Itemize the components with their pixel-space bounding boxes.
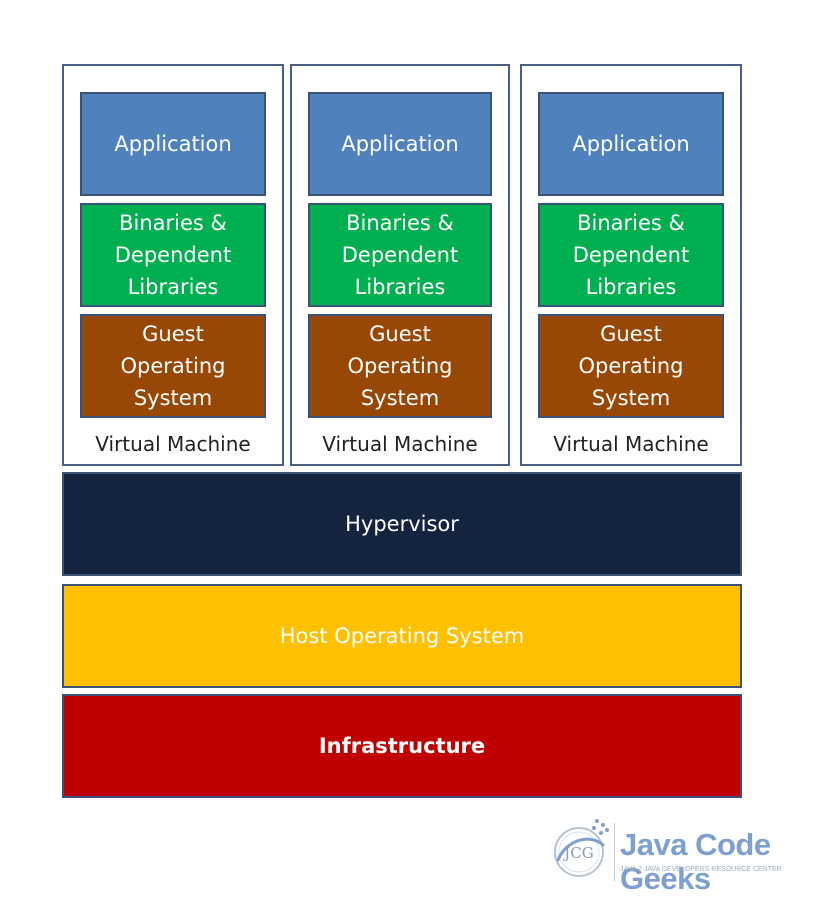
logo-tagline: JAVA 2 JAVA DEVELOPERS RESOURCE CENTER [620, 866, 782, 873]
infrastructure-layer: Infrastructure [62, 694, 742, 798]
jcg-monogram-text: JCG [562, 844, 593, 862]
jcg-monogram-icon: JCG [554, 819, 609, 877]
binaries-layer: Binaries & Dependent Libraries [538, 203, 724, 307]
hypervisor-layer: Hypervisor [62, 472, 742, 576]
application-layer: Application [538, 92, 724, 196]
guest-os-layer: Guest Operating System [538, 314, 724, 418]
binaries-layer: Binaries & Dependent Libraries [80, 203, 266, 307]
guest-os-layer: Guest Operating System [308, 314, 492, 418]
java-code-geeks-logo: JCG Java Code Geeks JAVA 2 JAVA DEVELOPE… [548, 816, 793, 896]
virtual-machine-1: Application Binaries & Dependent Librari… [62, 64, 284, 466]
application-layer: Application [308, 92, 492, 196]
guest-os-layer: Guest Operating System [80, 314, 266, 418]
binaries-layer: Binaries & Dependent Libraries [308, 203, 492, 307]
virtual-machine-label: Virtual Machine [95, 432, 251, 456]
virtual-machine-3: Application Binaries & Dependent Librari… [520, 64, 742, 466]
application-layer: Application [80, 92, 266, 196]
virtual-machine-label: Virtual Machine [322, 432, 478, 456]
virtual-machine-2: Application Binaries & Dependent Librari… [290, 64, 510, 466]
host-os-layer: Host Operating System [62, 584, 742, 688]
logo-title: Java Code Geeks [620, 827, 771, 896]
logo-divider [614, 823, 615, 881]
virtual-machine-label: Virtual Machine [553, 432, 709, 456]
